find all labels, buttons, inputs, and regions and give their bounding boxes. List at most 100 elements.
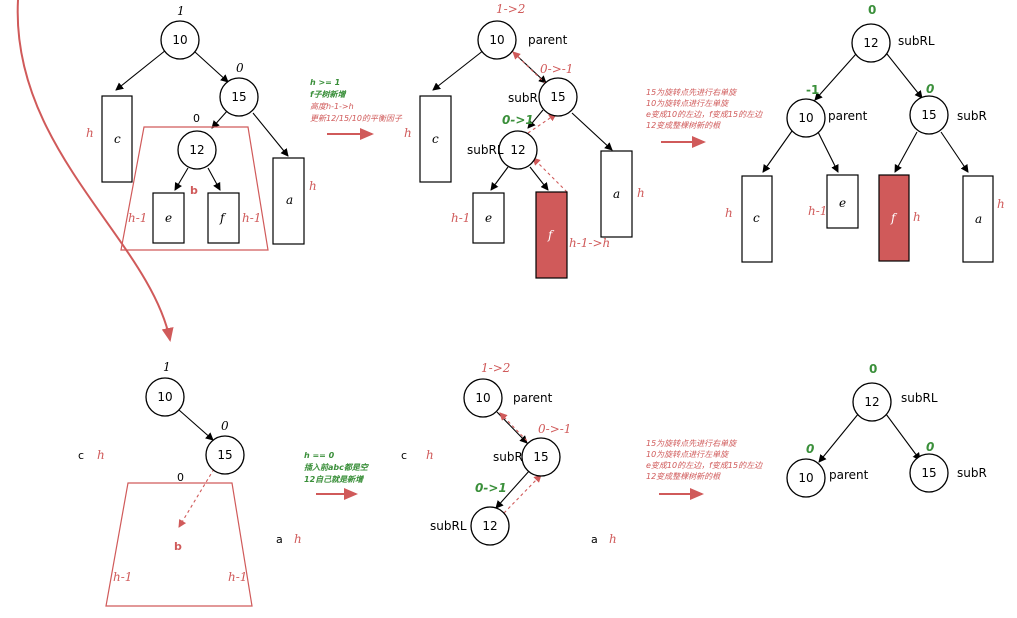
- subtree-a-label: a: [276, 533, 283, 546]
- label-subRL: subRL: [898, 34, 935, 48]
- height-e: h-1: [128, 211, 147, 225]
- node-10-label: 10: [489, 33, 504, 47]
- case1-note-line1: h >= 1: [310, 78, 340, 87]
- rotate-note-line4: 12变成整棵树新的根: [646, 472, 721, 481]
- height-c: h: [86, 126, 94, 140]
- bf-node-15: 0: [926, 440, 934, 454]
- node-12: [177, 130, 217, 170]
- node-15-label: 15: [550, 90, 565, 104]
- bf-node-10: 1: [177, 4, 185, 18]
- label-subRL: subRL: [467, 143, 504, 157]
- node-15: [205, 435, 245, 475]
- case1-note: h >= 1 f子树新增 高度h-1->h 更新12/15/10的平衡因子: [310, 78, 403, 140]
- height-f: h-1: [242, 211, 261, 225]
- case2-after-rotation: 12 10 15 0 subRL 0 parent 0 subR: [786, 362, 987, 498]
- node-12-label: 12: [189, 143, 204, 157]
- node-15-label: 15: [921, 466, 936, 480]
- label-b: b: [190, 184, 198, 197]
- node-12: [498, 130, 538, 170]
- bf-node-15: 0: [926, 82, 934, 96]
- case2-before-tree: 10 15 1 0 0 c h b h-1 h-1 a h: [78, 360, 302, 607]
- rotate-note-top: 15为旋转点先进行右单旋 10为旋转点进行左单旋 e变成10的左边，f变成15的…: [646, 88, 763, 148]
- subtree-c-label: c: [432, 132, 439, 146]
- subtree-e: [152, 192, 185, 244]
- rotate-note-line3: e变成10的左边，f变成15的左边: [646, 461, 763, 470]
- node-15: [909, 453, 949, 493]
- node-10: [786, 98, 826, 138]
- height-c: h: [426, 448, 434, 462]
- height-a: h: [637, 186, 645, 200]
- height-e: h-1: [451, 211, 470, 225]
- case1-after-rotation: 12 10 15 c e f a 0 subRL -1 parent 0 sub…: [725, 3, 1005, 263]
- case2-note: h == 0 插入前abc都是空 12自己就是新增: [304, 451, 370, 500]
- rotate-note-line4: 12变成整棵树新的根: [646, 121, 721, 130]
- case1-before-tree: 10 15 12 c e f a 1 0 0 h b h-1 h-1 h: [86, 4, 317, 251]
- height-e: h-1: [808, 204, 827, 218]
- label-subR: subR: [508, 91, 538, 105]
- node-15: [521, 437, 561, 477]
- node-10-label: 10: [475, 391, 490, 405]
- bf-node-10: 1: [163, 360, 171, 374]
- bf-node-12: 0: [868, 3, 876, 17]
- subtree-e-label: e: [485, 211, 492, 225]
- label-subR: subR: [493, 450, 523, 464]
- label-b: b: [174, 540, 182, 553]
- node-10: [786, 458, 826, 498]
- case1-note-line2: f子树新增: [310, 90, 346, 99]
- label-parent: parent: [829, 468, 869, 482]
- subtree-c: [419, 95, 452, 183]
- node-10-label: 10: [157, 390, 172, 404]
- height-a: h: [309, 179, 317, 193]
- node-10-label: 10: [798, 111, 813, 125]
- subtree-b-outline: [105, 482, 253, 607]
- node-12: [852, 382, 892, 422]
- subtree-e-label: e: [839, 196, 846, 210]
- node-15-label: 15: [921, 108, 936, 122]
- bf-node-12: 0->1: [475, 481, 507, 495]
- subtree-f-label: f: [547, 228, 555, 242]
- bf-node-12: 0: [193, 112, 200, 125]
- subtree-e: [472, 192, 505, 244]
- node-12: [470, 506, 510, 546]
- bf-node-12: 0: [869, 362, 877, 376]
- label-parent: parent: [513, 391, 553, 405]
- subtree-e-label: e: [165, 211, 172, 225]
- bf-node-15: 0->-1: [540, 62, 573, 76]
- rotate-note-line1: 15为旋转点先进行右单旋: [646, 88, 738, 97]
- node-10-label: 10: [172, 33, 187, 47]
- case2-updated-tree: 10 15 12 1->2 parent 0->-1 subR 0->1 sub…: [401, 361, 617, 546]
- subtree-a: [600, 150, 633, 238]
- subtree-e: [826, 174, 859, 229]
- node-15: [909, 95, 949, 135]
- node-10: [145, 377, 185, 417]
- node-10: [160, 20, 200, 60]
- height-c: h: [404, 126, 412, 140]
- subtree-c: [741, 175, 773, 263]
- height-right: h-1: [228, 570, 247, 584]
- bf-node-10: 0: [806, 442, 814, 456]
- rotate-note-line3: e变成10的左边，f变成15的左边: [646, 110, 763, 119]
- subtree-a-label: a: [286, 193, 293, 207]
- node-12-label: 12: [863, 36, 878, 50]
- bf-node-12: 0->1: [502, 113, 534, 127]
- subtree-f-grown: [878, 174, 910, 262]
- node-12: [851, 23, 891, 63]
- node-15-label: 15: [217, 448, 232, 462]
- rotate-note-bottom: 15为旋转点先进行右单旋 10为旋转点进行左单旋 e变成10的左边，f变成15的…: [646, 439, 763, 500]
- node-15-label: 15: [533, 450, 548, 464]
- case2-note-line2: 插入前abc都是空: [304, 463, 370, 472]
- height-c: h: [725, 206, 733, 220]
- subtree-f-grown: [535, 191, 568, 279]
- node-15-label: 15: [231, 90, 246, 104]
- node-12-label: 12: [510, 143, 525, 157]
- subtree-f: [207, 192, 240, 244]
- height-left: h-1: [113, 570, 132, 584]
- node-12-label: 12: [864, 395, 879, 409]
- case1-note-line4: 更新12/15/10的平衡因子: [310, 114, 403, 123]
- node-10-label: 10: [798, 471, 813, 485]
- label-parent: parent: [828, 109, 868, 123]
- subtree-a-label: a: [975, 212, 982, 226]
- bf-node-10: -1: [806, 83, 819, 97]
- bf-node-15: 0: [236, 61, 244, 75]
